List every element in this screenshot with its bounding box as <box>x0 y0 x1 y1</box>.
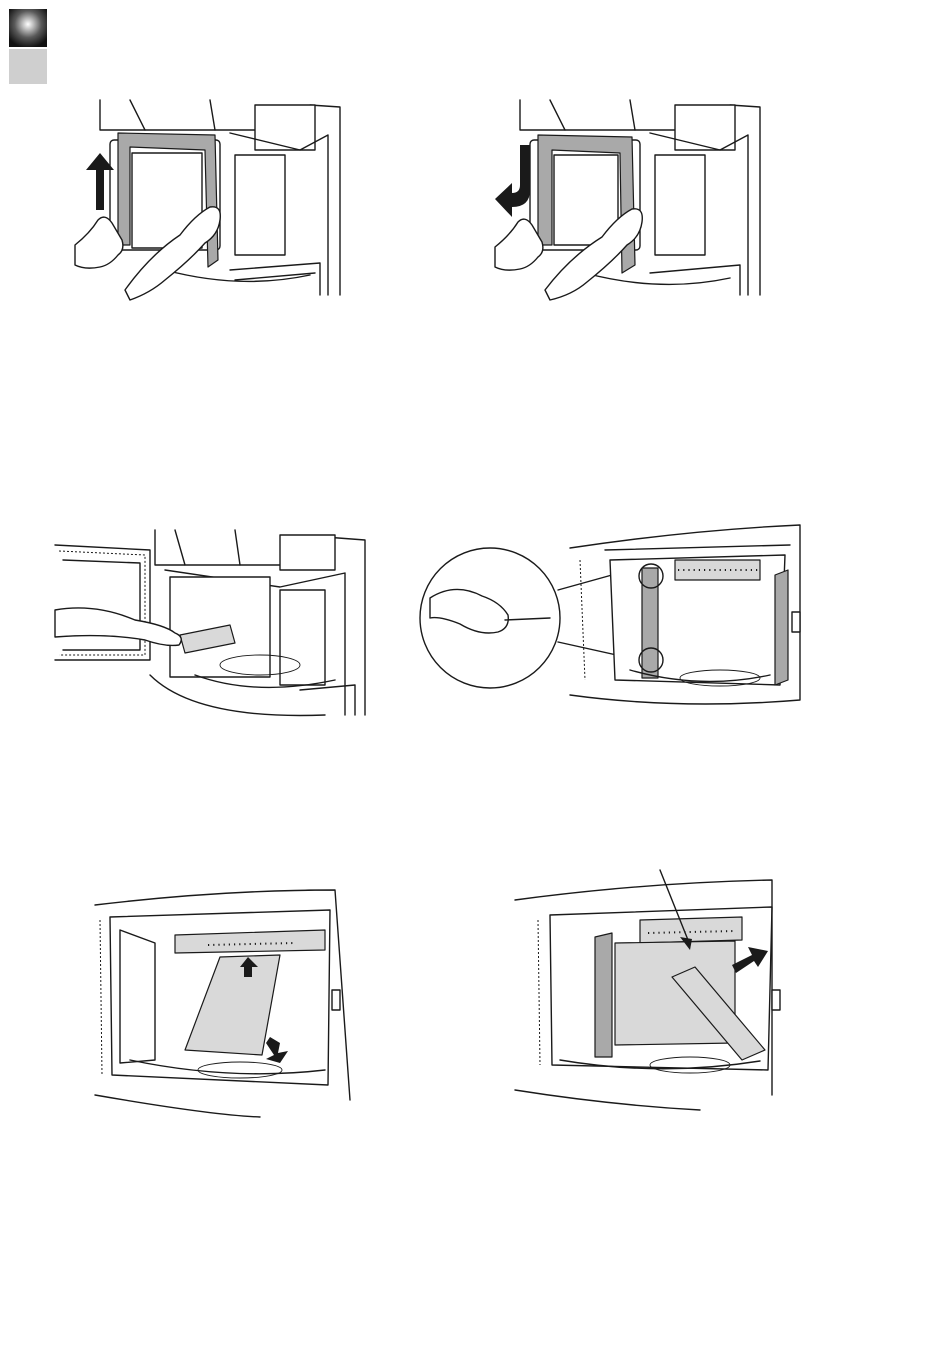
section-tab-light <box>9 49 47 84</box>
figure-lift-frame <box>70 95 350 300</box>
curved-arrow-down-icon <box>495 145 530 217</box>
figure-unscrew-plate <box>420 520 810 720</box>
arrow-down-right-icon <box>266 1037 288 1063</box>
figure-tilt-brick <box>90 885 355 1120</box>
figure-remove-bricks <box>510 865 790 1115</box>
figure-open-door <box>55 525 380 720</box>
section-tab-dark <box>9 9 47 47</box>
figure-lower-frame <box>490 95 770 300</box>
hand-icon <box>55 608 181 645</box>
arrow-right-icon <box>732 947 768 973</box>
